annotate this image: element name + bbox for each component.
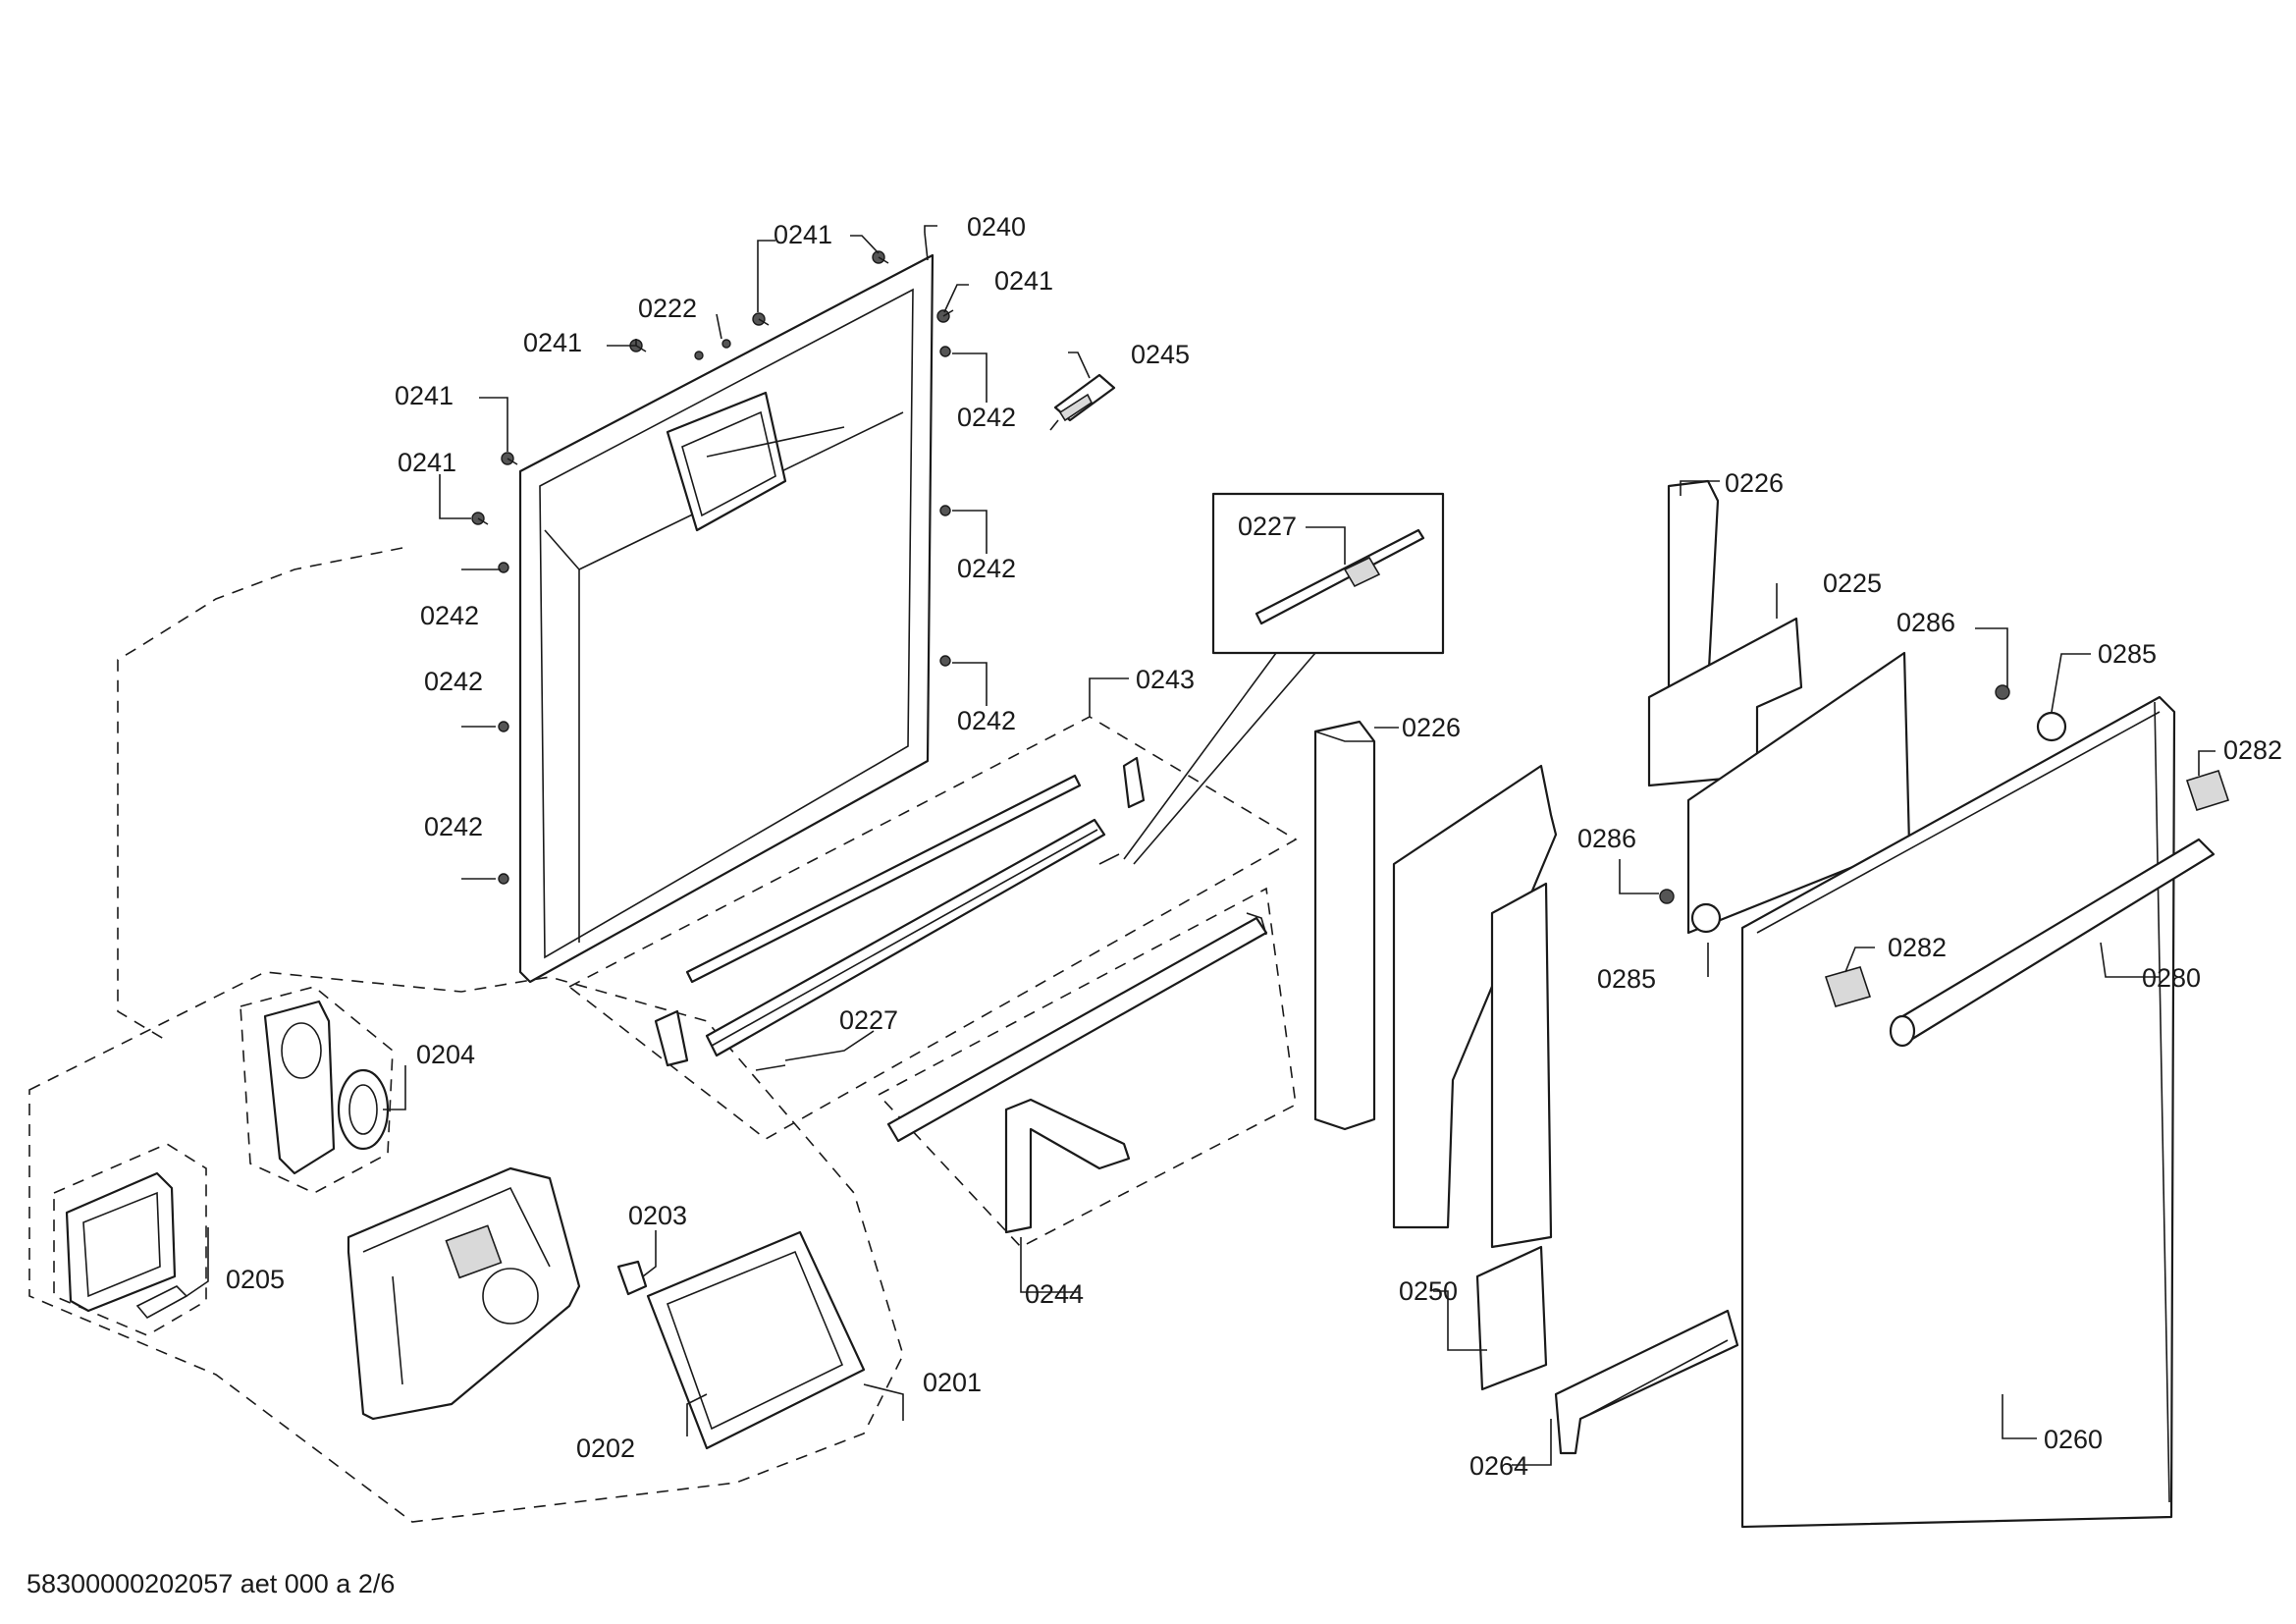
callout-label: 0285 <box>2098 639 2157 669</box>
inner-door-panel <box>518 253 934 984</box>
callout-label: 0227 <box>839 1005 898 1035</box>
seal-group-outline <box>240 986 394 1194</box>
control-module <box>347 1166 581 1421</box>
callout-label: 0227 <box>1238 512 1297 541</box>
leader-lines <box>186 225 2216 1466</box>
callout-label: 0201 <box>923 1368 982 1397</box>
callout-label: 0286 <box>1896 608 1955 637</box>
callout-labels: 0240 0241 0241 0241 0241 0241 0241 0222 … <box>226 212 2282 1481</box>
callout-label: 0245 <box>1131 340 1190 369</box>
clip <box>616 1260 648 1296</box>
screw-icon <box>872 250 889 264</box>
callout-label: 0204 <box>416 1040 475 1069</box>
screw-icon <box>939 655 951 667</box>
callout-label: 0202 <box>576 1434 635 1463</box>
document-id: 58300000202057 aet 000 a 2/6 <box>27 1569 395 1598</box>
callout-label: 0226 <box>1402 713 1461 742</box>
screw-icon <box>752 312 770 326</box>
assembly-link-line <box>117 547 403 1042</box>
callout-label: 0226 <box>1725 468 1784 498</box>
screw-icon <box>471 512 489 525</box>
group-outlines <box>28 547 1298 1523</box>
screw-icon <box>721 339 731 349</box>
callout-label: 0250 <box>1399 1276 1458 1306</box>
seal-set <box>263 1000 390 1175</box>
callout-label: 0242 <box>957 706 1016 735</box>
callout-label: 0242 <box>957 403 1016 432</box>
callout-label: 0282 <box>1888 933 1947 962</box>
callout-label: 0225 <box>1823 568 1882 598</box>
callout-label: 0240 <box>967 212 1026 242</box>
screw-icon <box>694 351 704 360</box>
callout-label: 0241 <box>774 220 832 249</box>
door-latch <box>1049 373 1116 431</box>
callout-label: 0260 <box>2044 1425 2103 1454</box>
outer-door-assembly <box>1313 479 2230 1529</box>
screw-icon <box>498 721 509 732</box>
callout-label: 0280 <box>2142 963 2201 993</box>
callout-label: 0243 <box>1136 665 1195 694</box>
hinge-bracket <box>886 912 1268 1234</box>
callout-label: 0222 <box>638 294 697 323</box>
screw-icon <box>936 309 954 323</box>
callout-label: 0286 <box>1577 824 1636 853</box>
callout-label: 0244 <box>1025 1279 1084 1309</box>
control-board <box>65 1171 188 1320</box>
callout-label: 0241 <box>523 328 582 357</box>
callout-label: 0205 <box>226 1265 285 1294</box>
display-frame <box>646 1230 866 1450</box>
callout-label: 0203 <box>628 1201 687 1230</box>
detail-magnifier <box>1123 492 1445 865</box>
callout-label: 0241 <box>395 381 454 410</box>
door-module-group-outline <box>28 971 904 1523</box>
callout-label: 0241 <box>994 266 1053 296</box>
callout-label: 0242 <box>420 601 479 630</box>
callout-label: 0242 <box>424 812 483 841</box>
screw-icon <box>498 562 509 573</box>
callout-label: 0242 <box>957 554 1016 583</box>
screw-icon <box>939 346 951 357</box>
hinge-strip-group-outline <box>567 716 1298 1140</box>
screw-icon <box>498 873 509 885</box>
callout-label: 0282 <box>2223 735 2282 765</box>
hinge-strip <box>654 756 1146 1071</box>
bracket-group-outline <box>877 887 1297 1248</box>
screw-icon <box>501 452 518 465</box>
callout-label: 0241 <box>398 448 456 477</box>
screw-icon <box>939 505 951 516</box>
callout-label: 0242 <box>424 667 483 696</box>
callout-label: 0285 <box>1597 964 1656 994</box>
callout-label: 0264 <box>1469 1451 1528 1481</box>
